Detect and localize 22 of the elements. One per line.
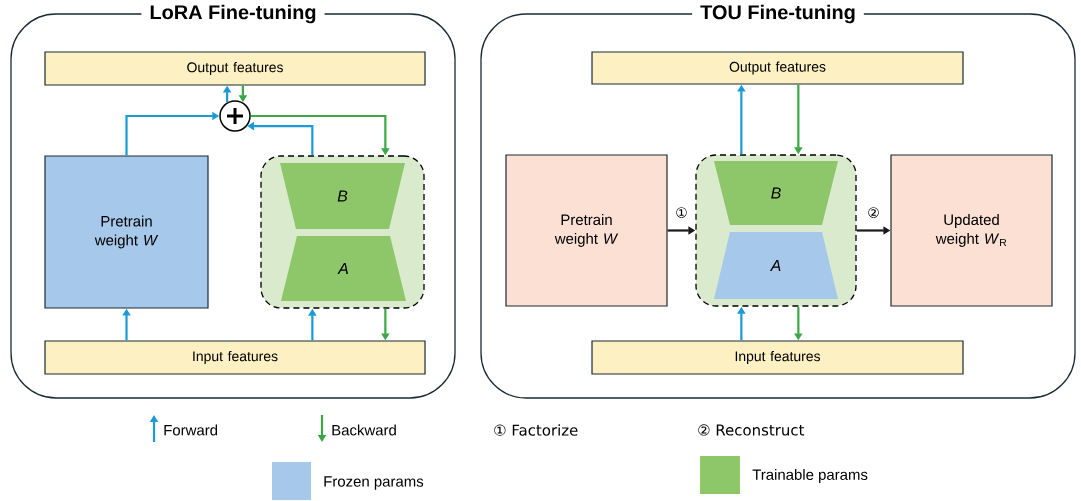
panel-title: LoRA Fine-tuning (141, 3, 325, 25)
weight-box: Pretrain weight W (44, 155, 209, 309)
step-number: ② (866, 206, 881, 219)
legend-text: Backward (332, 424, 396, 436)
panel-title: TOU Fine-tuning (692, 3, 864, 25)
sum-circle (219, 100, 251, 132)
legend-text: ② Reconstruct (698, 424, 805, 436)
weight-box: Updated weight W$_{R}$ (890, 154, 1053, 307)
legend-text: Frozen params (324, 476, 424, 490)
legend-text: Trainable params (752, 469, 868, 483)
matrix-trapezoid: B (714, 161, 838, 225)
feature-bar: Output features (44, 51, 426, 86)
matrix-trapezoid: B (280, 163, 405, 229)
step-number: ① (674, 206, 689, 219)
legend-text: ① Factorize (494, 424, 578, 436)
matrix-trapezoid: A (714, 232, 838, 299)
matrix-trapezoid: A (281, 236, 406, 301)
feature-bar: Output features (591, 51, 964, 85)
legend-text: Forward (164, 424, 218, 436)
feature-bar: Input features (591, 340, 964, 375)
feature-bar: Input features (44, 340, 426, 375)
weight-box: Pretrain weight W (505, 154, 668, 307)
